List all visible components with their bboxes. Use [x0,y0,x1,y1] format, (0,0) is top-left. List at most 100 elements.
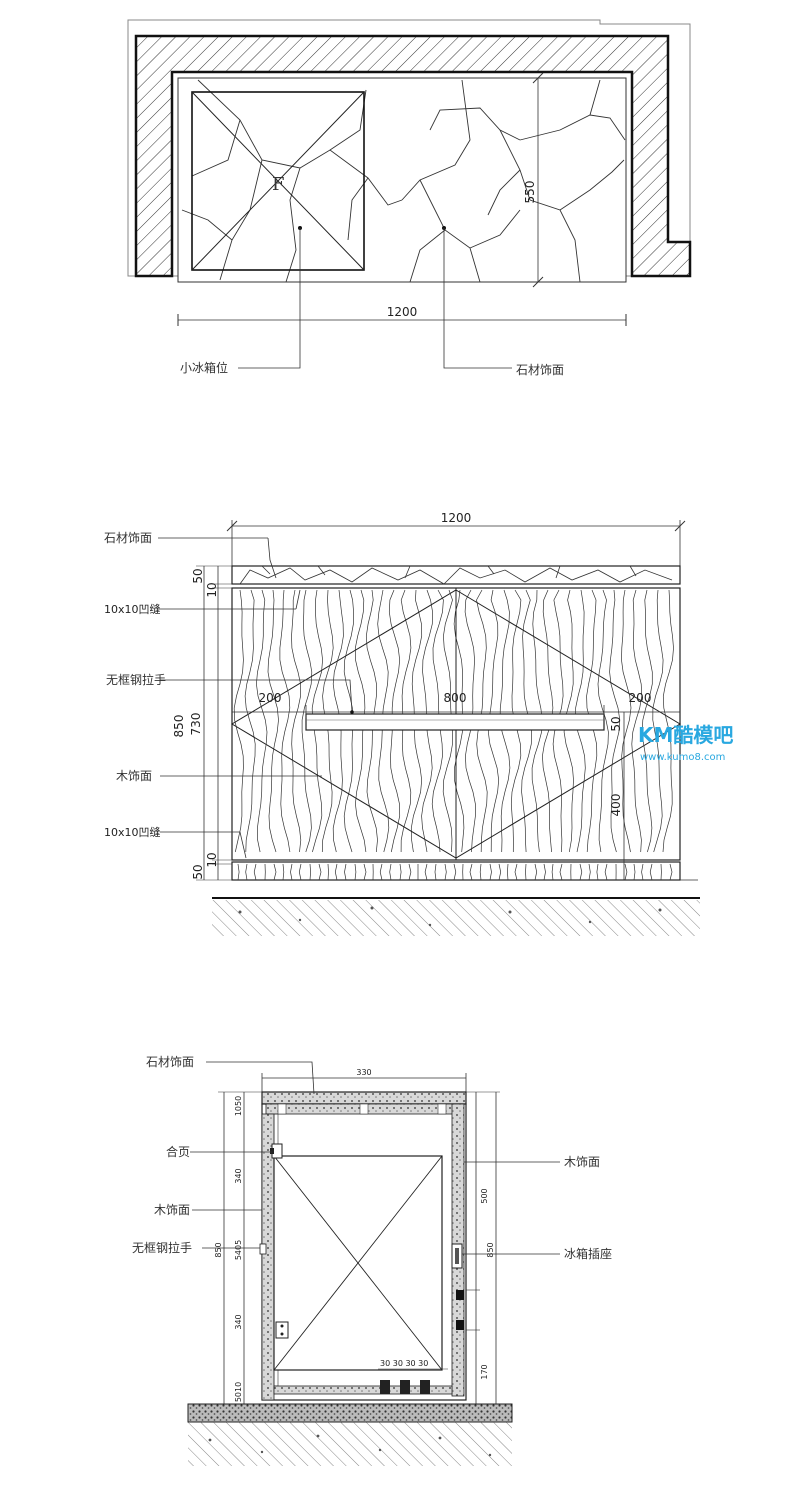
elev-floor-hatch [212,900,700,936]
elev-dim-bot-gap: 10 [205,852,219,867]
base-grain-line [588,863,591,881]
elev-dim-height: 850 [172,715,186,738]
base-grain-line [641,863,644,881]
sec-dim-height: 850 [214,1242,223,1257]
wood-grain-line [256,589,268,853]
base-grain-line [237,863,240,881]
elev-label-groove-bot: 10x10凹缝 [104,825,161,839]
elev-handle-bar [305,713,605,731]
plan-wall-hatch [134,34,692,278]
base-grain-line [489,863,492,881]
elev-dim-mid: 800 [444,691,467,705]
plan-dim-width: 1200 [387,305,418,319]
base-grain-line [363,863,367,881]
elev-dim-left: 200 [259,691,282,705]
base-grain-line [334,863,338,881]
wood-grain-line [609,589,621,853]
elev-dim-inner: 730 [189,713,203,736]
elev-dim-total-width: 1200 [441,511,472,525]
base-grain-line [253,863,257,881]
elev-label-groove-top: 10x10凹缝 [104,602,161,616]
base-grain-line [633,863,636,881]
sec-dim-right-a: 500 [480,1188,489,1203]
plan-cabinet [177,77,627,283]
plan-dim-depth: 550 [523,181,537,204]
elev-label-wood: 木饰面 [116,769,152,783]
elev-dim-right: 200 [629,691,652,705]
base-grain-line [559,863,563,881]
sec-label-handle: 无框钢拉手 [132,1240,192,1255]
wood-grain-line [233,589,244,853]
base-grain-line [408,863,412,881]
wood-grain-line [652,589,664,853]
elev-label-stone: 石材饰面 [104,531,152,545]
base-grain-line [453,863,457,881]
wood-grain-line [301,589,313,853]
sec-dim-right-b: 170 [480,1364,489,1379]
plan-fridge-box [191,91,365,271]
base-grain-line [514,863,518,881]
wood-grain-line [641,589,653,853]
base-grain-line [479,863,482,881]
watermark: KM酷模吧 www.kumo8.com [638,723,733,763]
sec-hinge-bottom [275,1321,289,1339]
watermark-brand: KM酷模吧 [638,723,733,747]
sec-dim-top: 1050 [234,1096,243,1116]
base-grain-line [596,863,599,881]
elev-dim-right-low: 400 [609,794,623,817]
plan-marble-veins [181,79,626,283]
elev-base [231,861,681,881]
base-grain-line [649,863,653,881]
base-grain-line [354,863,357,881]
wood-grain-line [597,589,609,853]
elev-dim-handle: 50 [609,716,623,731]
sec-dim-bottom: 5010 [234,1382,243,1402]
sec-dim-left-b: 340 [234,1314,243,1329]
elevation-view: 1200 200 800 200 50 400 [104,511,733,936]
sec-label-wood-left: 木饰面 [154,1203,190,1217]
base-grain-line [245,863,248,881]
sec-dim-right-height: 850 [486,1242,495,1257]
base-grain-line [290,863,293,881]
elev-dim-bot-base: 50 [191,864,205,879]
base-grain-line [543,863,546,881]
sec-dim-depth: 330 [356,1068,371,1077]
base-grain-line [379,863,383,881]
plan-label-fridge: 小冰箱位 [180,360,228,375]
base-grain-line [327,863,329,881]
sec-label-wood-right: 木饰面 [564,1155,600,1169]
wood-grain-line [662,589,674,853]
base-grain-line [525,863,527,881]
sec-floor-hatch [188,1422,512,1466]
wood-grain-line [267,589,279,853]
elev-dim-top-gap: 10 [205,582,219,597]
sec-dim-left-mid: 5405 [234,1240,243,1260]
base-grain-line [624,863,628,881]
base-grain-line [444,863,447,881]
plan-label-stone: 石材饰面 [516,363,564,377]
plan-view: F 550 1200 小冰箱位 石材饰面 [127,19,692,377]
sec-floor-slab [187,1403,513,1423]
base-grain-line [579,863,583,881]
base-grain-line [534,863,538,881]
base-grain-line [309,863,311,881]
wood-grain-line [621,589,632,853]
elev-door-diamond [231,589,681,859]
base-grain-line [669,863,673,881]
base-grain-line [507,863,509,881]
plan-fridge-mark: F [272,174,285,195]
base-grain-line [318,863,322,881]
base-grain-line [424,863,428,881]
wood-grain-line [244,589,256,853]
base-grain-line [551,863,554,881]
base-grain-line [498,863,502,881]
watermark-url: www.kumo8.com [640,752,725,763]
sec-dim-left-a: 340 [234,1168,243,1183]
base-grain-line [434,863,437,881]
sec-label-hinge: 合页 [166,1144,190,1159]
elev-stone-top [231,565,681,585]
base-grain-line [469,863,473,881]
base-grain-line [344,863,347,881]
base-grain-line [273,863,277,881]
elev-label-handle: 无框钢拉手 [106,672,166,687]
